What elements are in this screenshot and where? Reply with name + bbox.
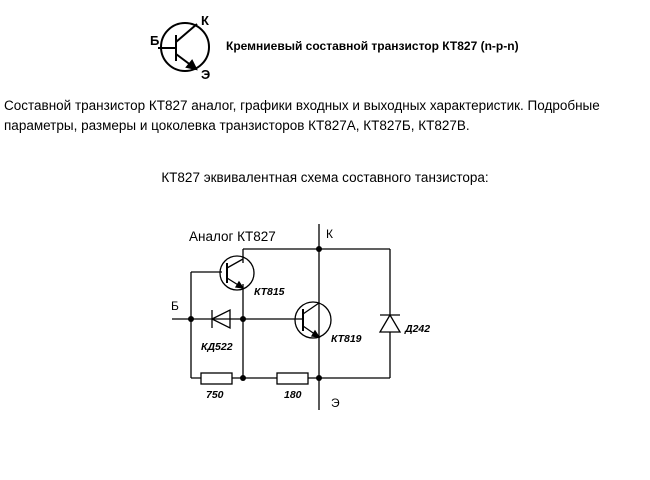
schematic-caption: КТ827 эквивалентная схема составного тан… bbox=[161, 170, 489, 185]
page-title: Кремниевый составной транзистор КТ827 (n… bbox=[226, 39, 519, 53]
description-text: Составной транзистор КТ827 аналог, графи… bbox=[4, 98, 600, 133]
base-label: Б bbox=[171, 299, 179, 313]
transistor-kt819-icon bbox=[294, 301, 332, 339]
kd522-label: КД522 bbox=[201, 341, 233, 353]
transistor-kt815-icon bbox=[219, 255, 255, 291]
r750-label: 750 bbox=[206, 389, 224, 401]
resistor-180-icon bbox=[276, 372, 309, 385]
schematic-title: Аналог КТ827 bbox=[189, 229, 276, 244]
collector-label: К bbox=[326, 227, 333, 241]
kt819-label: КТ819 bbox=[331, 333, 362, 345]
r180-label: 180 bbox=[284, 389, 302, 401]
diode-kd522-icon bbox=[210, 308, 231, 330]
emitter-label: Э bbox=[331, 396, 340, 410]
junction-dots bbox=[188, 246, 322, 381]
d242-label: Д242 bbox=[404, 323, 430, 335]
diode-d242-icon bbox=[378, 313, 402, 333]
symbol-emitter-label: Э bbox=[201, 67, 210, 82]
kt815-label: КТ815 bbox=[254, 286, 285, 298]
component-labels: КТ815 КТ819 КД522 Д242 750 180 bbox=[201, 286, 430, 401]
symbol-base-label: Б bbox=[150, 33, 159, 48]
resistor-750-icon bbox=[200, 372, 233, 385]
npn-transistor-icon bbox=[158, 22, 210, 72]
symbol-collector-label: К bbox=[201, 13, 209, 28]
